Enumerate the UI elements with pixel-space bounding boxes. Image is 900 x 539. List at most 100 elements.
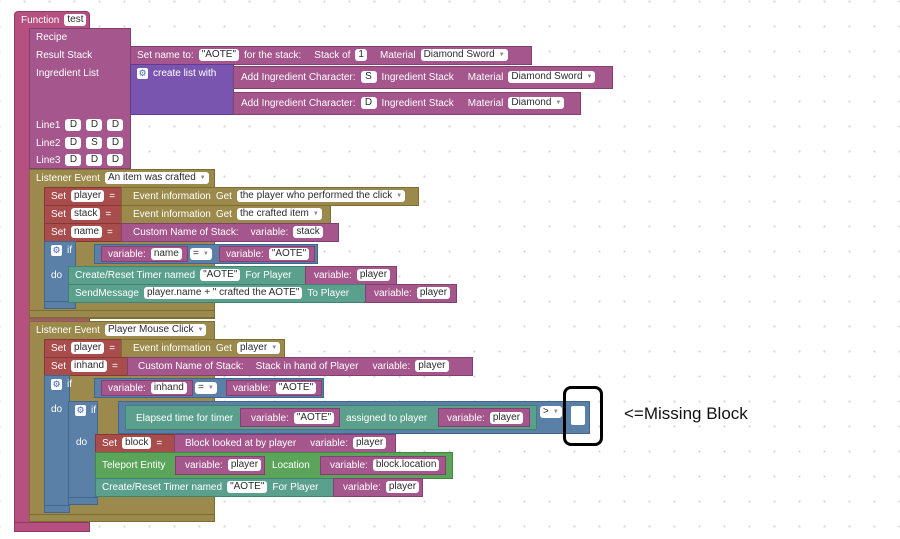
- variable-dropdown[interactable]: player: [352, 437, 387, 449]
- add-ingredient-row-2: Add Ingredient Character: D Ingredient S…: [236, 94, 569, 112]
- inner-if-block-cap: [68, 497, 98, 505]
- timer-name-field[interactable]: "AOTE": [227, 481, 268, 493]
- grid-cell[interactable]: D: [65, 137, 82, 149]
- variable-dropdown[interactable]: player: [71, 342, 105, 354]
- send-row: SendMessage player.name + " crafted the …: [75, 287, 350, 299]
- if-block-1-cap: [44, 301, 76, 309]
- grid-cell[interactable]: D: [86, 119, 103, 131]
- custom-name-block[interactable]: [121, 223, 339, 242]
- grid-cell[interactable]: D: [107, 119, 124, 131]
- material-label: Material: [379, 49, 416, 61]
- variable-dropdown[interactable]: inhand: [150, 382, 187, 394]
- gear-icon[interactable]: ⚙: [137, 67, 148, 79]
- variable-dropdown[interactable]: player: [385, 481, 420, 493]
- variable-dropdown[interactable]: stack: [293, 226, 323, 238]
- variable-dropdown[interactable]: player: [356, 269, 391, 281]
- result-stack-row: Set name to: "AOTE" for the stack: Stack…: [132, 46, 513, 64]
- if-row-2: ⚙ if: [51, 378, 72, 390]
- operator-dropdown[interactable]: =▼: [190, 248, 212, 260]
- teleport-label-row: Teleport Entity: [102, 459, 166, 471]
- chevron-down-icon: ▼: [312, 211, 319, 217]
- ingredient-char-field[interactable]: S: [360, 71, 377, 83]
- compare-right-2: variable: "AOTE": [228, 379, 321, 397]
- variable-dropdown[interactable]: player: [416, 287, 451, 299]
- event-info-dropdown[interactable]: player▼: [236, 342, 281, 354]
- variable-dropdown[interactable]: stack: [71, 208, 101, 220]
- operator-dropdown[interactable]: =▼: [195, 382, 217, 394]
- material-dropdown[interactable]: Diamond Sword▼: [508, 71, 596, 83]
- listener-1-header: Listener Event An item was crafted▼: [31, 169, 214, 187]
- grid-cell[interactable]: D: [65, 119, 82, 131]
- variable-dropdown[interactable]: inhand: [71, 360, 108, 372]
- variable-dropdown[interactable]: player: [71, 190, 105, 202]
- variable-dropdown[interactable]: player: [415, 360, 449, 372]
- aote-field[interactable]: "AOTE": [275, 382, 317, 394]
- line1-row: Line1 D D D: [31, 116, 128, 134]
- set-stack-row: Set stack =: [51, 208, 112, 220]
- assigned-var: variable: player: [442, 409, 528, 427]
- event-info-dropdown[interactable]: the crafted item▼: [236, 208, 322, 220]
- gear-icon[interactable]: ⚙: [75, 404, 86, 416]
- event-info-dropdown[interactable]: the player who performed the click▼: [236, 190, 406, 202]
- timer-name-field[interactable]: "AOTE": [200, 269, 241, 281]
- timer-var-2: variable: player: [338, 478, 424, 496]
- variable-dropdown[interactable]: name: [71, 226, 103, 238]
- for-stack-label: for the stack:: [244, 49, 302, 61]
- variable-dropdown[interactable]: player: [227, 459, 262, 471]
- teleport-var: variable: player: [180, 456, 266, 474]
- operator-dropdown[interactable]: >▼: [540, 406, 562, 418]
- aote-field[interactable]: "AOTE": [293, 412, 335, 424]
- grid-cell[interactable]: D: [107, 137, 124, 149]
- function-name-field[interactable]: test: [64, 14, 87, 26]
- set-name-row: Set name =: [51, 226, 113, 238]
- send-var: variable: player: [369, 284, 455, 302]
- variable-dropdown[interactable]: block: [122, 437, 152, 449]
- variable-dropdown[interactable]: player: [489, 412, 524, 424]
- name-value-field[interactable]: "AOTE": [198, 49, 240, 61]
- chevron-down-icon: ▼: [396, 193, 403, 199]
- elapsed-var: variable: "AOTE": [246, 409, 339, 427]
- gear-icon[interactable]: ⚙: [51, 244, 62, 256]
- block-location-field[interactable]: block.location: [372, 459, 440, 471]
- location-label: Location: [272, 460, 310, 471]
- do-label: do: [51, 270, 63, 281]
- material-dropdown[interactable]: Diamond▼: [508, 97, 565, 109]
- ingredient-char-field[interactable]: D: [360, 97, 377, 109]
- chevron-down-icon: ▼: [207, 385, 214, 391]
- if-block-2[interactable]: [44, 375, 70, 513]
- add-ingredient-block-2[interactable]: [233, 92, 581, 115]
- compare-right: variable: "AOTE": [221, 245, 314, 263]
- message-field[interactable]: player.name + " crafted the AOTE": [143, 287, 303, 299]
- set-player-row-2: Set player =: [51, 342, 116, 354]
- grid-cell[interactable]: D: [107, 154, 124, 166]
- if-row-1: ⚙ if: [51, 244, 72, 256]
- create-list-row: ⚙ create list with: [132, 64, 221, 82]
- add-ingredient-row-1: Add Ingredient Character: S Ingredient S…: [236, 68, 600, 86]
- chevron-down-icon: ▼: [552, 409, 559, 415]
- chevron-down-icon: ▼: [197, 327, 204, 333]
- set-name-label: Set name to:: [137, 49, 194, 61]
- event-dropdown[interactable]: An item was crafted▼: [104, 172, 209, 184]
- aote-field[interactable]: "AOTE": [268, 248, 310, 260]
- result-stack-label: Result Stack: [36, 50, 93, 61]
- chevron-down-icon: ▼: [498, 52, 505, 58]
- timer-var: variable: player: [309, 266, 395, 284]
- set-block-row: Set block =: [102, 437, 163, 449]
- block-looked-row: Block looked at by player variable: play…: [180, 434, 391, 452]
- custom-name-block[interactable]: [127, 357, 473, 376]
- variable-dropdown[interactable]: name: [150, 248, 182, 260]
- inner-if-row: ⚙ if: [75, 404, 96, 416]
- stack-of-label: Stack of: [314, 49, 351, 61]
- grid-cell[interactable]: D: [65, 154, 82, 166]
- event-dropdown[interactable]: Player Mouse Click▼: [104, 324, 207, 336]
- function-keyword: Function: [21, 14, 60, 26]
- grid-cell[interactable]: S: [86, 137, 103, 149]
- assigned-label: assigned to player: [346, 413, 428, 424]
- timer-row-2: Create/Reset Timer named "AOTE" For Play…: [102, 481, 319, 493]
- material-dropdown[interactable]: Diamond Sword▼: [420, 49, 508, 61]
- stack-count-field[interactable]: 1: [355, 49, 367, 61]
- grid-cell[interactable]: D: [86, 154, 103, 166]
- empty-input-slot[interactable]: [571, 406, 585, 425]
- if-block-2-cap: [44, 505, 70, 513]
- gear-icon[interactable]: ⚙: [51, 378, 62, 390]
